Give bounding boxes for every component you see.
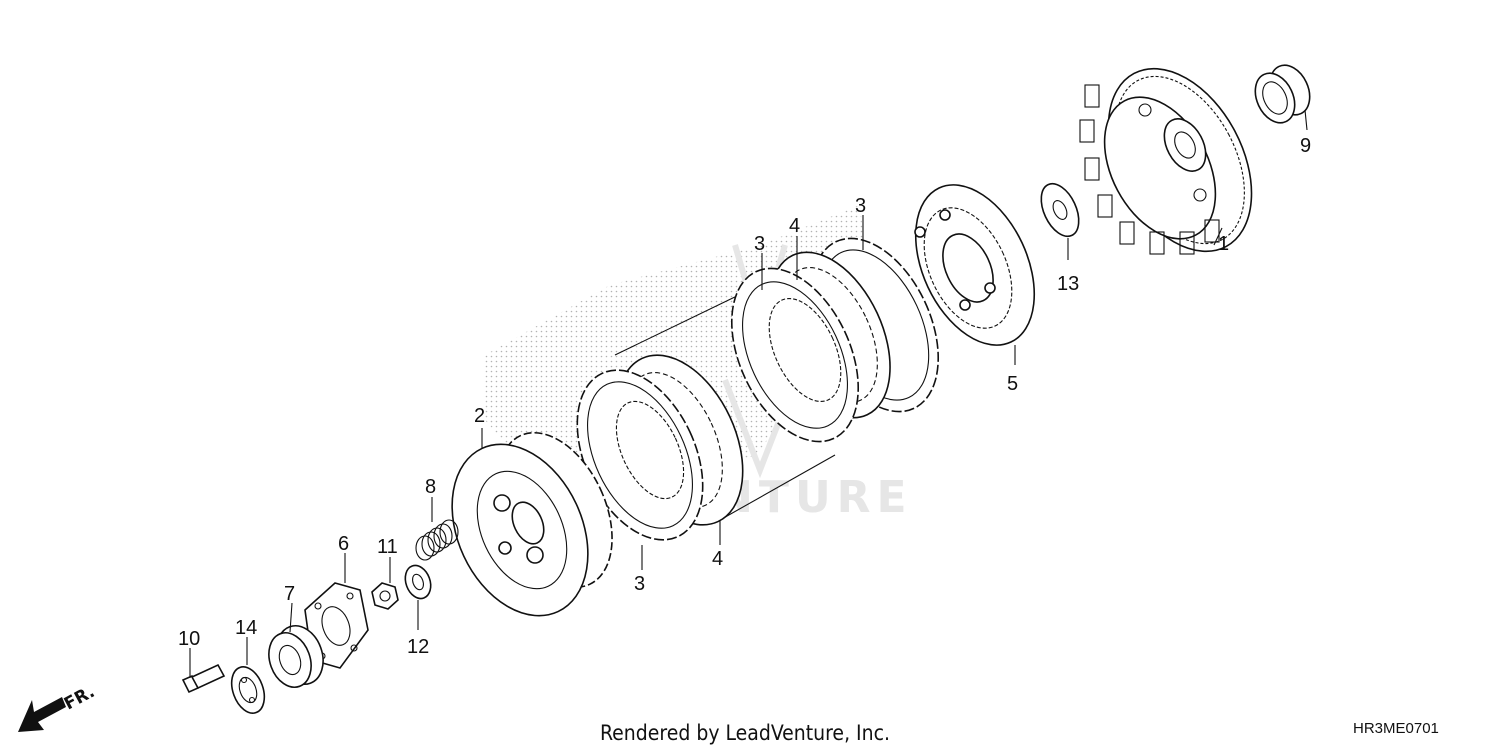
leader-lines	[189, 109, 1308, 678]
callout-12: 12	[407, 636, 429, 658]
front-label: FR.	[61, 682, 98, 714]
bolt-part-10	[181, 663, 226, 694]
callout-14: 14	[235, 617, 257, 639]
callout-3-bottom: 3	[634, 573, 645, 595]
pressure-plate-part-5	[914, 184, 1036, 346]
footer-credit: Rendered by LeadVenture, Inc.	[600, 721, 890, 745]
diagram-code: HR3ME0701	[1353, 720, 1439, 737]
callout-6: 6	[338, 533, 349, 555]
spring-part-8	[415, 519, 459, 561]
callout-2: 2	[474, 405, 485, 427]
callout-3-middle: 3	[754, 233, 765, 255]
washer-part-13	[1040, 182, 1080, 238]
arrow-left-down-icon	[18, 697, 66, 732]
front-direction-arrow: FR.	[18, 682, 98, 732]
clutch-center-part-2	[451, 431, 613, 617]
collar-part-9	[1254, 64, 1311, 124]
callout-1: 1	[1218, 233, 1229, 255]
friction-disc-3-bottom	[576, 369, 704, 541]
callout-9: 9	[1300, 135, 1311, 157]
callout-11: 11	[377, 536, 398, 558]
callout-4-bottom: 4	[712, 548, 723, 570]
clutch-outer-housing	[1079, 67, 1253, 255]
bearing-part-14	[230, 666, 266, 714]
callout-4-top: 4	[789, 215, 800, 237]
washer-part-12	[404, 564, 432, 600]
callout-7: 7	[284, 583, 295, 605]
callout-10: 10	[178, 628, 200, 650]
callout-8: 8	[425, 476, 436, 498]
callout-3-top: 3	[855, 195, 866, 217]
callout-5: 5	[1007, 373, 1018, 395]
lifter-piece-part-7	[268, 625, 324, 688]
nut-part-11	[371, 582, 399, 610]
callout-13: 13	[1057, 273, 1079, 295]
